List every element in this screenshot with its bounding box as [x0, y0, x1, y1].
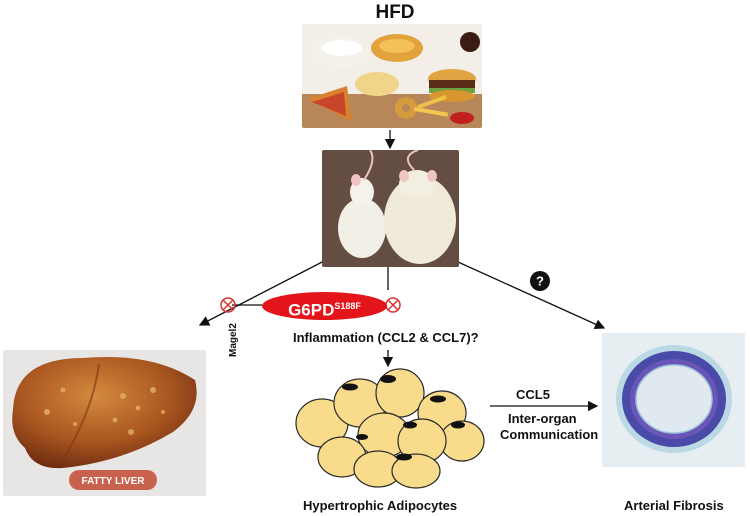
- magel2-label: Magel2: [228, 323, 239, 357]
- arterial-fibrosis-caption: Arterial Fibrosis: [624, 498, 724, 513]
- hypertrophic-adipocytes-caption: Hypertrophic Adipocytes: [303, 498, 458, 513]
- communication-label: Communication: [500, 427, 599, 442]
- g6pd-mutation: S188F: [334, 301, 361, 311]
- inter-organ-label: Inter-organ: [508, 411, 577, 426]
- fatty-liver-image: FATTY LIVER: [3, 350, 206, 496]
- g6pd-badge: G6PDS188F: [262, 292, 387, 320]
- inhibit-mark-left: [220, 297, 236, 313]
- ccl5-label: CCL5: [516, 387, 550, 402]
- unknown-question-icon: ?: [530, 271, 550, 291]
- inflammation-label: Inflammation (CCL2 & CCL7)?: [293, 330, 479, 345]
- mice-image: [322, 150, 459, 267]
- svg-text:?: ?: [536, 274, 544, 289]
- arrow-mice-to-liver: [198, 259, 327, 326]
- fatty-liver-badge: FATTY LIVER: [82, 476, 146, 487]
- junk-food-image: [302, 24, 482, 128]
- arterial-section-image: [602, 333, 745, 467]
- adipocytes-illustration: [295, 368, 485, 489]
- arrow-mice-to-artery: [457, 261, 606, 329]
- g6pd-label: G6PD: [288, 300, 335, 320]
- diagram-title: HFD: [375, 2, 415, 23]
